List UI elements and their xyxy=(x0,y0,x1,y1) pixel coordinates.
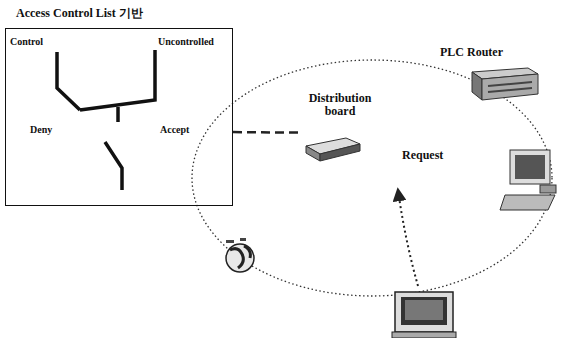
acl-inset-box: Access Control List 기반 xyxy=(5,28,233,206)
switch-symbol xyxy=(57,50,155,190)
globe-icon xyxy=(226,238,254,272)
switch-label: Deny xyxy=(30,124,52,135)
node-label: PLC Router xyxy=(436,45,542,60)
computer-icon xyxy=(500,150,556,210)
request-arrow xyxy=(398,190,418,286)
computer-icon xyxy=(392,292,456,338)
plc-router: PLC Router xyxy=(436,45,542,106)
distribution-board: Distribution board xyxy=(300,92,380,164)
node-label: Distribution board xyxy=(300,92,380,118)
switch-label: Uncontrolled xyxy=(158,36,214,47)
switch-label: Accept xyxy=(160,124,189,135)
dashed-link xyxy=(233,131,300,134)
inset-heading: Access Control List 기반 xyxy=(16,5,143,22)
switch-label: Control xyxy=(10,36,43,47)
edge-label: Request xyxy=(402,148,443,163)
router-icon xyxy=(466,64,542,106)
network-ring xyxy=(192,60,552,296)
distribution-board-icon xyxy=(302,134,362,164)
